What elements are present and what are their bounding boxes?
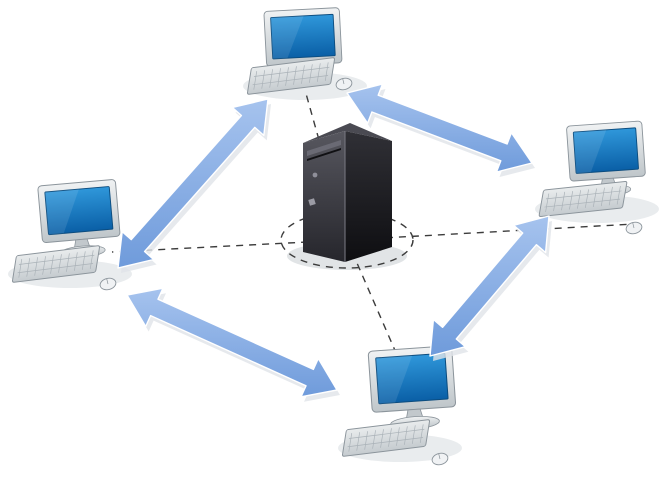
keyboard-key-line	[396, 427, 400, 446]
server-front-face	[303, 131, 345, 262]
keyboard-key-line	[356, 432, 361, 451]
dashed-link-client-right	[346, 223, 635, 241]
screen-reflection	[375, 355, 413, 404]
keyboard-icon	[246, 57, 336, 95]
server-tower-icon	[303, 123, 392, 262]
keyboard-row-line	[347, 437, 424, 448]
keyboard-key-line	[577, 190, 581, 209]
screen-reflection	[270, 15, 304, 59]
keyboard-key-line	[58, 254, 62, 273]
keyboard-key-line	[285, 67, 289, 86]
keyboard-row-line	[253, 66, 330, 77]
monitor-screen	[270, 13, 336, 60]
sync-arrow-client-bottom--client-left	[126, 287, 338, 398]
keyboard-key-line	[277, 68, 281, 87]
mouse-icon	[335, 77, 353, 91]
sync-arrow-client-left--client-top	[117, 98, 269, 269]
keyboard-icon	[538, 180, 628, 218]
keyboard-key-line	[316, 63, 321, 82]
keyboard-key-line	[616, 185, 621, 205]
keyboard-key-line	[388, 428, 392, 447]
keyboard-key-line	[34, 257, 38, 276]
monitor-screen	[572, 127, 639, 174]
mouse-icon	[99, 277, 117, 291]
keyboard-key-line	[81, 251, 86, 270]
keyboard-key-line	[269, 69, 273, 88]
keyboard-key-line	[585, 189, 589, 208]
keyboard-key-line	[50, 255, 54, 274]
server-top-face	[303, 123, 392, 143]
mouse-button-line	[342, 78, 345, 85]
workstation-client-bottom	[341, 345, 457, 466]
mouse-icon	[625, 221, 643, 235]
keyboard-body	[341, 419, 431, 457]
server-side-face	[345, 131, 392, 262]
server-drive-slot	[307, 148, 341, 161]
workstation-client-left	[11, 179, 121, 291]
keyboard-key-line	[372, 430, 376, 449]
keyboard-key-line	[18, 259, 23, 278]
keyboard-key-line	[324, 62, 329, 81]
keyboard-key-line	[364, 431, 368, 450]
keyboard-key-line	[569, 190, 574, 210]
keyboard-body	[246, 57, 336, 95]
keyboard-key-line	[89, 250, 94, 269]
workstation-client-right	[538, 120, 646, 235]
keyboard-key-line	[600, 187, 605, 207]
keyboard-key-line	[293, 66, 297, 85]
monitor-screen	[44, 186, 114, 236]
monitor-icon	[37, 179, 121, 259]
screen-reflection	[44, 189, 79, 235]
monitor-icon	[367, 345, 457, 430]
keyboard-key-line	[411, 425, 416, 444]
keyboard-row-line	[17, 263, 94, 274]
mouse-button-line	[438, 453, 441, 460]
keyboard-key-line	[545, 193, 550, 213]
keyboard-key-line	[66, 253, 70, 272]
workstation-client-top	[246, 7, 353, 95]
server-drive-bay	[307, 140, 341, 156]
keyboard-key-line	[404, 426, 408, 445]
mouse-icon	[431, 452, 449, 466]
keyboard-key-line	[74, 252, 78, 271]
keyboard-key-line	[26, 258, 31, 277]
hub-ring	[280, 211, 414, 269]
keyboard-key-line	[261, 70, 266, 89]
keyboard-row-line	[252, 75, 329, 86]
keyboard-row-line	[545, 190, 622, 200]
mouse-button-line	[106, 278, 109, 285]
dashed-link-client-bottom	[346, 239, 401, 363]
keyboard-key-line	[301, 65, 305, 84]
keyboard-icon	[11, 245, 101, 283]
keyboard-key-line	[608, 186, 613, 206]
monitor-screen	[375, 352, 449, 405]
keyboard-key-line	[253, 71, 258, 90]
keyboard-body	[11, 245, 101, 283]
keyboard-icon	[341, 419, 431, 457]
keyboard-key-line	[561, 191, 566, 211]
keyboard-key-line	[348, 433, 353, 452]
sync-arrow-client-right--client-bottom	[429, 215, 550, 357]
keyboard-key-line	[419, 424, 424, 443]
server-power-button	[312, 172, 318, 178]
sync-arrow-client-top--client-right	[346, 83, 533, 173]
mouse-button-line	[632, 222, 635, 229]
keyboard-key-line	[42, 256, 46, 275]
keyboard-key-line	[592, 188, 597, 208]
keyboard-body	[538, 180, 628, 218]
keyboard-row-line	[348, 428, 425, 439]
keyboard-key-line	[309, 64, 313, 83]
keyboard-key-line	[553, 192, 558, 212]
keyboard-row-line	[18, 254, 95, 265]
server-logo-badge	[308, 198, 316, 206]
keyboard-row-line	[544, 198, 621, 208]
keyboard-key-line	[380, 429, 384, 448]
screen-reflection	[573, 129, 607, 174]
